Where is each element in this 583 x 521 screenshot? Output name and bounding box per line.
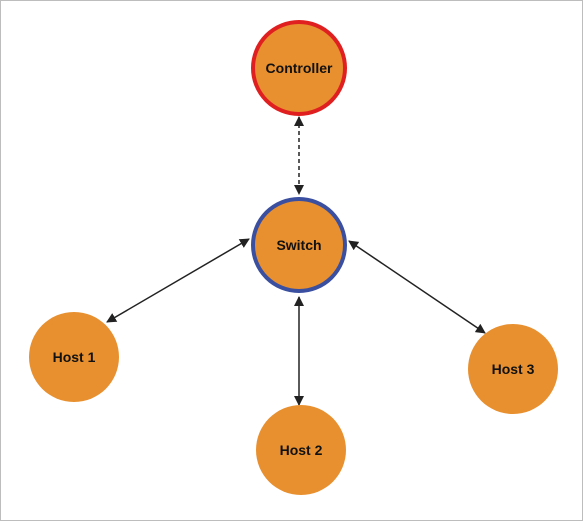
node-switch: Switch <box>251 197 347 293</box>
host3-label: Host 3 <box>492 361 535 377</box>
node-host2: Host 2 <box>256 405 346 495</box>
node-controller: Controller <box>251 20 347 116</box>
controller-circle <box>251 20 347 116</box>
edge-switch-host1 <box>106 238 250 323</box>
host2-circle <box>256 405 346 495</box>
edge-switch-host3 <box>348 240 486 334</box>
host2-label: Host 2 <box>280 442 323 458</box>
host1-label: Host 1 <box>53 349 96 365</box>
switch-circle <box>251 197 347 293</box>
switch-label: Switch <box>276 237 321 253</box>
node-host1: Host 1 <box>29 312 119 402</box>
host1-circle <box>29 312 119 402</box>
host3-circle <box>468 324 558 414</box>
controller-label: Controller <box>266 60 333 76</box>
node-host3: Host 3 <box>468 324 558 414</box>
